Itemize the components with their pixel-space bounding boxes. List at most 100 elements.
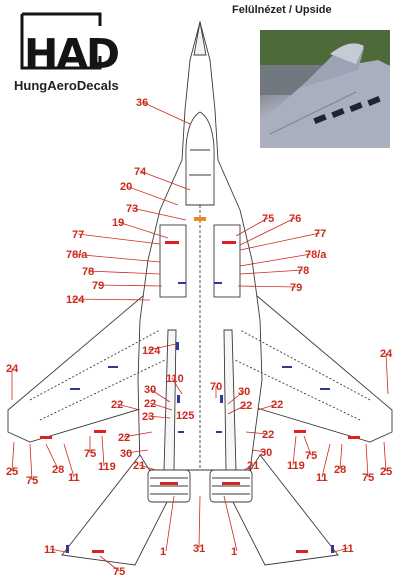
- decal-callout-label: 11: [68, 472, 80, 484]
- callout-leader: [97, 284, 163, 287]
- callout-leader: [239, 253, 312, 267]
- decal-stripe: [40, 436, 52, 439]
- logo-mark: HAD: [24, 30, 120, 78]
- decal-callout-label: 30: [144, 384, 156, 396]
- callout-leader: [49, 548, 67, 553]
- decal-callout-label: 25: [380, 466, 392, 478]
- callout-leader: [147, 343, 177, 351]
- decal-stripe: [178, 282, 186, 284]
- callout-leader: [71, 253, 161, 263]
- callout-leader: [257, 403, 278, 411]
- decal-callout-label: 30: [120, 448, 132, 460]
- decal-callout-label: 22: [118, 432, 130, 444]
- callout-leader: [71, 298, 151, 301]
- decal-stripe: [216, 431, 222, 433]
- callout-leader: [239, 269, 304, 275]
- decal-callout-label: 22: [111, 399, 123, 411]
- decal-stripe: [92, 550, 104, 553]
- decal-stripe: [222, 241, 236, 244]
- callout-leader: [149, 388, 171, 403]
- decal-stripe: [108, 366, 118, 368]
- decal-callout-label: 22: [144, 398, 156, 410]
- callout-leader: [149, 402, 173, 411]
- brand-logo: HAD HungAeroDecals: [14, 10, 120, 96]
- callout-leader: [239, 217, 296, 246]
- decal-callout-label: 75: [262, 213, 274, 225]
- decal-callout-label: 11: [316, 472, 328, 484]
- left-intake: [159, 224, 187, 298]
- decal-callout-label: 76: [289, 213, 301, 225]
- decal-callout-label: 78/a: [66, 249, 88, 261]
- callout-leader: [87, 270, 161, 275]
- decal-callout-label: 30: [260, 447, 272, 459]
- callout-leader: [123, 431, 153, 438]
- decal-stripe: [222, 482, 240, 485]
- callout-leader: [365, 443, 369, 478]
- decal-callout-label: 73: [126, 203, 138, 215]
- decal-stripe: [214, 282, 222, 284]
- decal-callout-label: 125: [176, 410, 194, 422]
- callout-leader: [227, 390, 245, 405]
- callout-leader: [139, 170, 191, 191]
- callout-leader: [117, 221, 169, 239]
- callout-leader: [101, 435, 105, 467]
- callout-leader: [198, 495, 201, 549]
- decal-callout-label: 24: [380, 348, 393, 360]
- decal-callout-label: 124: [66, 294, 85, 306]
- decal-stripe: [160, 482, 178, 485]
- decal-callout-label: 70: [210, 381, 222, 393]
- callout-leader: [11, 441, 15, 472]
- decal-stripe: [70, 388, 80, 390]
- decal-callout-label: 22: [271, 399, 283, 411]
- callout-leader: [383, 441, 387, 472]
- callout-leader: [99, 555, 120, 572]
- callout-leader: [333, 547, 349, 553]
- callout-leader: [29, 443, 33, 481]
- decal-callout-label: 21: [247, 460, 259, 472]
- decal-callout-label: 21: [133, 460, 145, 472]
- decal-callout-label: 22: [240, 400, 252, 412]
- callout-leader: [131, 207, 187, 221]
- decal-callout-label: 77: [72, 229, 84, 241]
- callout-leader: [251, 449, 267, 453]
- callout-leader: [235, 217, 269, 237]
- decal-callout-label: 20: [120, 181, 132, 193]
- decal-callout-label: 28: [334, 464, 346, 476]
- reference-photo-sketch: [260, 30, 390, 148]
- decal-callout-label: 79: [290, 282, 302, 294]
- right-intake: [213, 224, 241, 298]
- decal-callout-label: 79: [92, 280, 104, 292]
- decal-callout-label: 36: [136, 97, 148, 109]
- callout-leader: [303, 435, 312, 456]
- decal-callout-label: 1: [160, 546, 166, 558]
- callout-leader: [165, 495, 175, 552]
- decal-stripe: [282, 366, 292, 368]
- decal-callout-label: 23: [142, 411, 154, 423]
- decal-stripe: [320, 388, 330, 390]
- decal-callout-label: 119: [98, 461, 116, 473]
- decal-markings: [40, 217, 360, 553]
- decal-callout-label: 75: [113, 566, 125, 577]
- decal-callout-label: 28: [52, 464, 64, 476]
- decal-stripe: [94, 430, 106, 433]
- reference-photo: [260, 30, 390, 148]
- decal-callout-label: 77: [314, 228, 326, 240]
- decal-stripe: [296, 550, 308, 553]
- decal-stripe: [348, 436, 360, 439]
- callout-leader: [77, 233, 161, 245]
- canopy: [185, 111, 215, 206]
- decal-callout-label: 1: [231, 546, 237, 558]
- decal-callout-label: 78: [82, 266, 94, 278]
- decal-callout-label: 31: [193, 543, 205, 555]
- decal-callout-label: 22: [262, 429, 274, 441]
- decal-callout-label: 78: [297, 265, 309, 277]
- callout-leader: [239, 232, 321, 251]
- callout-leader: [385, 352, 389, 395]
- callout-leader: [125, 449, 149, 454]
- callout-leader: [223, 495, 238, 552]
- decal-callout-label: 75: [305, 450, 317, 462]
- callout-leader: [321, 443, 331, 478]
- decal-callout-label: 124: [142, 345, 161, 357]
